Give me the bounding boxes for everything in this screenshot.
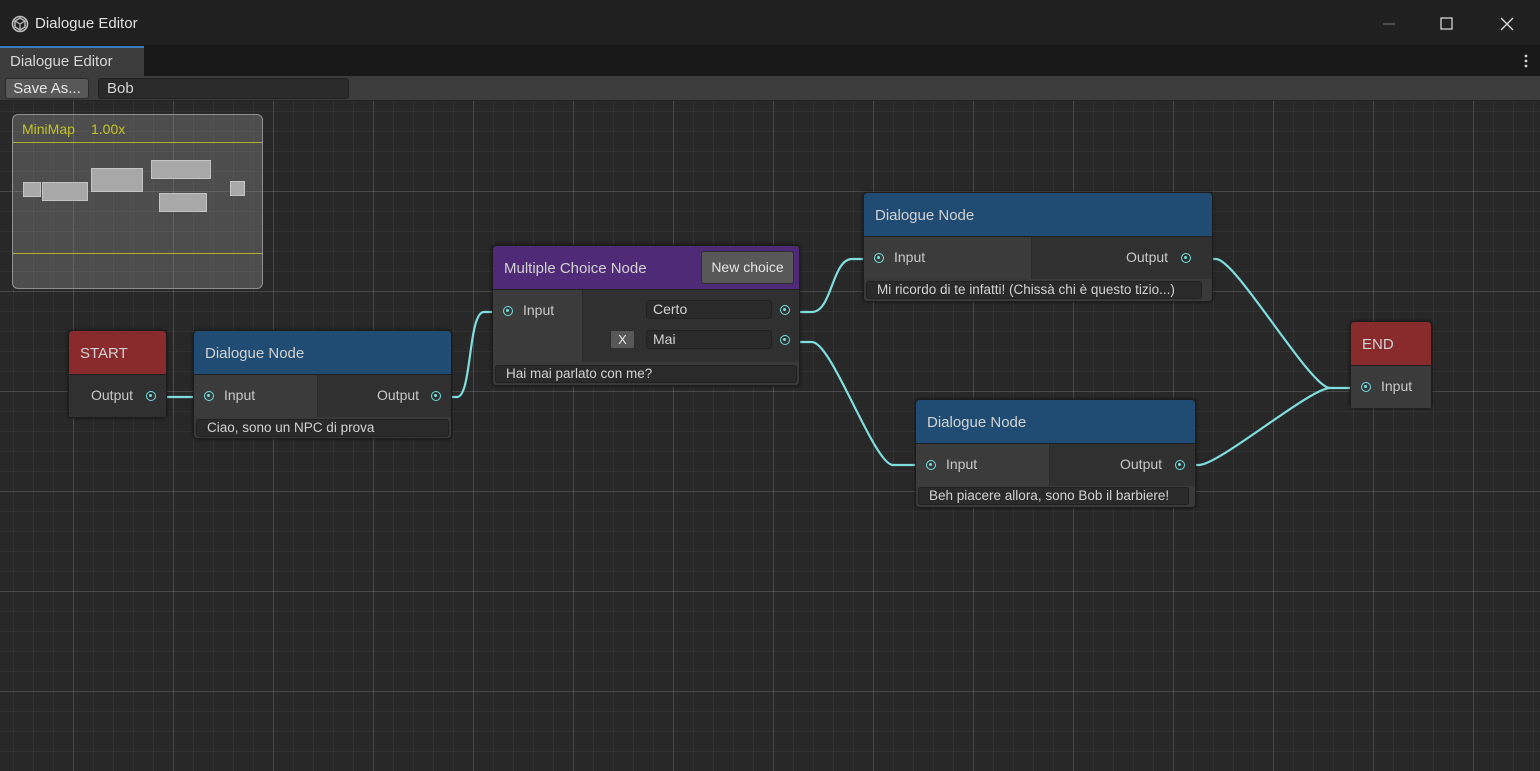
multiple-choice-node-title-text: Multiple Choice Node [504,260,647,277]
dialogue-text-field[interactable]: Beh piacere allora, sono Bob il barbiere… [918,487,1189,505]
dialogue-text-field[interactable]: Ciao, sono un NPC di prova [196,419,449,437]
wire-dialogue2-to-end [1196,257,1368,390]
choice-outputs: Certo X Mai [583,290,799,362]
output-port-connector[interactable] [1181,253,1191,263]
input-port-label: Input [946,456,978,472]
minimap-node [91,168,143,192]
minimap-node [159,193,207,212]
output-port[interactable]: Output [1032,237,1212,279]
wire-dialogue3-to-end [1179,386,1332,467]
output-port-label: Output [91,387,134,403]
output-port[interactable]: Output [69,375,166,417]
choice-certo-connector[interactable] [780,305,790,315]
input-port-connector[interactable] [204,391,214,401]
output-port-label: Output [1120,456,1163,472]
minimap-label: MiniMap [22,121,75,137]
tab-bar: Dialogue Editor [0,46,1540,76]
close-button[interactable] [1484,8,1530,40]
minimize-button[interactable] [1366,8,1412,40]
end-node[interactable]: END Input [1350,321,1432,408]
end-node-title: END [1351,322,1431,366]
editor-toolbar: Save As... Bob [0,76,1540,101]
save-as-button[interactable]: Save As... [5,78,89,99]
minimap-zoom: 1.00x [91,121,126,137]
choice-field-mai[interactable]: Mai [646,330,772,349]
input-port-connector[interactable] [874,253,884,263]
input-port-label: Input [1381,378,1413,394]
graph-canvas[interactable]: MiniMap 1.00x START Output Dialogue Node… [0,101,1540,771]
input-port[interactable]: Input [1351,366,1431,408]
window-title: Dialogue Editor [35,15,138,32]
dialogue-node-title: Dialogue Node [194,331,451,375]
unity-logo-icon [11,15,29,33]
tab-dialogue-editor[interactable]: Dialogue Editor [0,46,144,76]
close-icon [1500,17,1514,31]
input-port[interactable]: Input [194,375,318,417]
input-port-connector[interactable] [926,460,936,470]
output-port[interactable]: Output [318,375,451,417]
remove-choice-button[interactable]: X [610,330,635,349]
dialogue-text-field[interactable]: Hai mai parlato con me? [495,365,797,383]
start-node-title: START [69,331,166,375]
dialogue-node-title: Dialogue Node [916,400,1195,444]
choice-mai-connector[interactable] [780,335,790,345]
start-node[interactable]: START Output [68,330,167,418]
output-port-label: Output [377,387,420,403]
maximize-icon [1440,17,1453,30]
input-port-label: Input [224,387,256,403]
dialogue-text-field[interactable]: Mi ricordo di te infatti! (Chissà chi è … [866,281,1202,299]
title-bar: Dialogue Editor [0,0,1540,46]
minimap-viewport[interactable] [13,142,262,254]
output-port-label: Output [1126,249,1169,265]
input-port-connector[interactable] [1361,382,1371,392]
new-choice-button[interactable]: New choice [701,251,794,284]
dialogue-node[interactable]: Dialogue Node Input Output Ciao, sono un… [193,330,452,439]
dialogue-name-field[interactable]: Bob [98,78,349,99]
more-options-icon[interactable] [1524,53,1528,69]
minimap[interactable]: MiniMap 1.00x [12,114,263,289]
wire-choice-mai-to-dialogue3 [783,340,933,467]
minimize-icon [1383,23,1395,25]
dialogue-node[interactable]: Dialogue Node Input Output Mi ricordo di… [863,192,1213,302]
dialogue-node[interactable]: Dialogue Node Input Output Beh piacere a… [915,399,1196,508]
input-port[interactable]: Input [916,444,1050,486]
maximize-button[interactable] [1424,8,1470,40]
output-port-connector[interactable] [431,391,441,401]
output-port-connector[interactable] [1175,460,1185,470]
input-port-label: Input [894,249,926,265]
choice-field-certo[interactable]: Certo [646,300,772,319]
minimap-node [151,160,211,179]
input-port[interactable]: Input [864,237,1032,279]
output-port-connector[interactable] [146,391,156,401]
multiple-choice-node[interactable]: Multiple Choice Node New choice Input Ce… [492,245,800,386]
minimap-node [230,181,245,196]
dialogue-node-title: Dialogue Node [864,193,1212,237]
minimap-node [23,182,41,197]
input-port-label: Input [523,302,555,318]
output-port[interactable]: Output [1050,444,1195,486]
minimap-node [42,182,88,201]
input-port-connector[interactable] [503,306,513,316]
input-port[interactable]: Input [493,290,583,362]
